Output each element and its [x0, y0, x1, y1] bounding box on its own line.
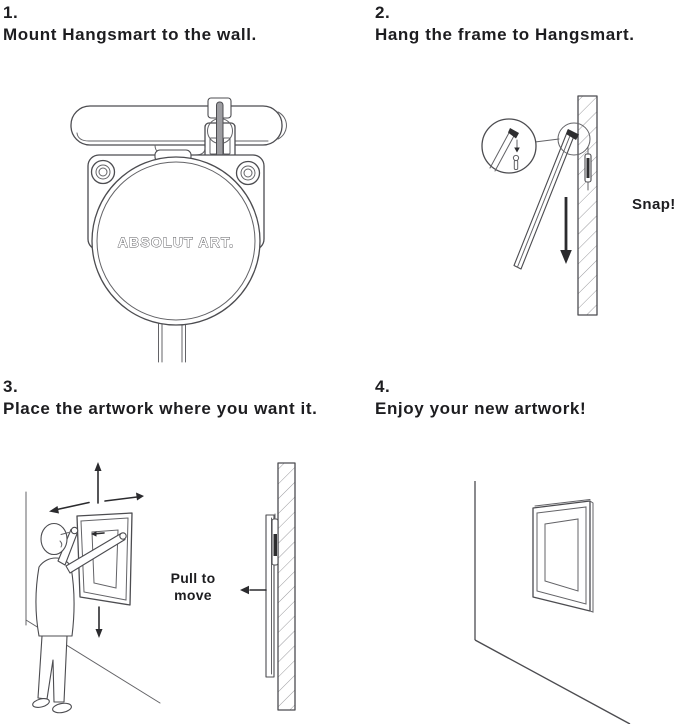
person-arm-extended — [65, 532, 126, 574]
step-3-number: 3. — [3, 377, 19, 396]
wall-hook-side — [584, 146, 592, 191]
device-body: ABSOLUT ART. — [91, 156, 261, 326]
room-lines — [474, 481, 631, 724]
snap-label: Snap! — [632, 196, 676, 213]
move-down-arrow-icon — [95, 606, 103, 638]
person-glasses — [60, 532, 69, 535]
frame-hook-tip — [566, 129, 579, 140]
step-3-heading: 3. Place the artwork where you want it. — [3, 376, 317, 420]
wall-section — [577, 95, 598, 316]
step-1-illustration: ABSOLUT ART. — [70, 97, 287, 363]
person-hand-left — [70, 526, 79, 535]
slide-down-arrow-icon — [560, 197, 572, 264]
move-left-arrow-icon — [49, 501, 90, 514]
detail-connector — [534, 138, 560, 143]
move-up-arrow-icon — [94, 462, 102, 504]
step-2-number: 2. — [375, 3, 391, 22]
brand-logo: ABSOLUT ART. — [118, 234, 235, 250]
step-3-illustration — [25, 462, 296, 714]
detail-circle — [481, 118, 537, 174]
person-legs — [37, 635, 68, 703]
step-4-title: Enjoy your new artwork! — [375, 399, 587, 418]
step-2-heading: 2. Hang the frame to Hangsmart. — [375, 2, 635, 46]
wall-side-section — [277, 462, 296, 711]
step-2-illustration — [481, 95, 598, 316]
rail-bar — [70, 105, 287, 146]
move-right-arrow-icon — [104, 492, 144, 502]
step-4-heading: 4. Enjoy your new artwork! — [375, 376, 586, 420]
person-figure — [32, 522, 127, 714]
detail-hook-tip — [508, 128, 519, 139]
step-2-title: Hang the frame to Hangsmart. — [375, 25, 635, 44]
pull-to-move-label: Pull to move — [164, 570, 222, 604]
detail-wall-hook — [512, 154, 520, 170]
screw-right — [235, 160, 261, 186]
nudge-left-arrow-icon — [91, 531, 105, 537]
screw-left — [90, 159, 116, 185]
person-shoe-right — [52, 702, 72, 714]
step-1-title: Mount Hangsmart to the wall. — [3, 25, 257, 44]
person-shoe-left — [32, 698, 50, 708]
step-4-illustration — [474, 481, 631, 724]
pull-label-line2: move — [174, 587, 212, 603]
step-1-heading: 1. Mount Hangsmart to the wall. — [3, 2, 257, 46]
person-head — [40, 522, 68, 556]
leaning-frame — [513, 129, 579, 270]
step-4-number: 4. — [375, 377, 391, 396]
detail-down-arrow-icon — [514, 139, 520, 153]
frame-side-view — [265, 513, 279, 678]
pull-label-line1: Pull to — [170, 570, 216, 586]
neck-right — [194, 147, 206, 156]
clip-pin — [216, 101, 224, 159]
person-ear — [59, 540, 63, 548]
person-torso — [35, 557, 75, 637]
step-3-title: Place the artwork where you want it. — [3, 399, 318, 418]
finished-artwork-frame — [532, 499, 594, 613]
person-hand-right — [119, 532, 127, 540]
step-1-number: 1. — [3, 3, 19, 22]
pull-left-arrow-icon — [240, 585, 267, 595]
